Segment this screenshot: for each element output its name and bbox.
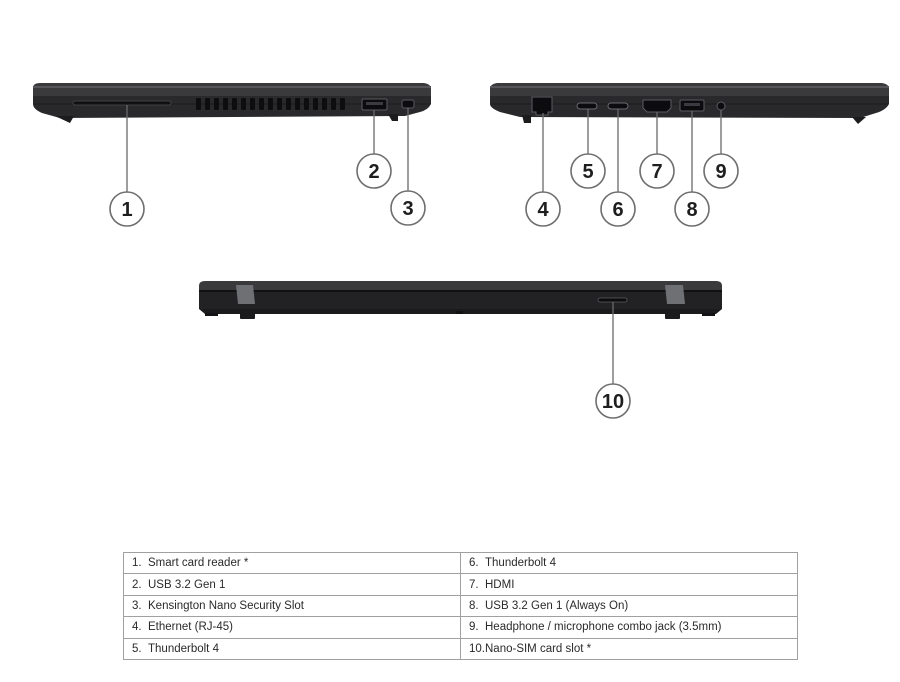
legend-cell: 1. Smart card reader *: [123, 551, 461, 575]
ethernet-port: [531, 96, 553, 116]
audio-jack: [716, 101, 726, 111]
callout-4: 4: [525, 191, 561, 227]
legend-number: 5.: [132, 642, 142, 655]
smart-card-reader-slot: [72, 100, 172, 106]
callout-7-label: 7: [651, 161, 662, 183]
nano-sim-slot: [597, 297, 628, 303]
callout-2: 2: [356, 153, 392, 189]
callout-5: 5: [570, 153, 606, 189]
legend-cell: 10.Nano-SIM card slot *: [460, 637, 798, 660]
kensington-slot: [401, 99, 415, 109]
thunderbolt-port-2: [607, 102, 629, 110]
callout-3-label: 3: [402, 198, 413, 220]
callout-1-label: 1: [121, 199, 132, 221]
legend-number: 10.: [469, 642, 485, 655]
legend-number: 4.: [132, 621, 142, 634]
callout-9-label: 9: [715, 161, 726, 183]
table-row: 5. Thunderbolt 4 10.Nano-SIM card slot *: [123, 637, 798, 660]
table-row: 1. Smart card reader * 6. Thunderbolt 4: [123, 551, 798, 575]
legend-label: Nano-SIM card slot *: [485, 642, 592, 655]
legend-label: Smart card reader *: [148, 557, 249, 570]
callout-7: 7: [639, 153, 675, 189]
legend-cell: 8. USB 3.2 Gen 1 (Always On): [460, 594, 798, 618]
callout-9: 9: [703, 153, 739, 189]
callout-2-label: 2: [368, 161, 379, 183]
laptop-rear-view: [199, 281, 722, 319]
thunderbolt-port-1: [576, 102, 598, 110]
table-row: 3. Kensington Nano Security Slot 8. USB 3.…: [123, 594, 798, 618]
callout-10: 10: [595, 383, 631, 419]
callout-5-label: 5: [582, 161, 593, 183]
vent-grille: [196, 98, 345, 110]
legend-number: 3.: [132, 599, 142, 612]
legend-label: Thunderbolt 4: [148, 642, 219, 655]
callout-6: 6: [600, 191, 636, 227]
hinge-left: [236, 285, 255, 304]
hinge-right: [665, 285, 685, 304]
laptop-left-side-view: [33, 83, 431, 123]
legend-label: Ethernet (RJ-45): [148, 621, 234, 634]
legend-number: 9.: [469, 621, 479, 634]
legend-cell: 5. Thunderbolt 4: [123, 637, 461, 660]
legend-cell: 3. Kensington Nano Security Slot: [123, 594, 461, 618]
legend-label: HDMI: [485, 578, 515, 591]
callout-8: 8: [674, 191, 710, 227]
legend-label: USB 3.2 Gen 1 (Always On): [485, 599, 629, 612]
callout-6-label: 6: [612, 199, 623, 221]
legend-number: 7.: [469, 578, 479, 591]
legend-cell: 9. Headphone / microphone combo jack (3.5…: [460, 616, 798, 639]
legend-label: USB 3.2 Gen 1: [148, 578, 226, 591]
port-legend-table: 1. Smart card reader * 6. Thunderbolt 4 2.…: [123, 551, 798, 660]
table-row: 2. USB 3.2 Gen 1 7. HDMI: [123, 573, 798, 596]
legend-cell: 4. Ethernet (RJ-45): [123, 616, 461, 639]
legend-number: 1.: [132, 557, 142, 570]
callout-8-label: 8: [686, 199, 697, 221]
legend-cell: 2. USB 3.2 Gen 1: [123, 573, 461, 596]
hdmi-port: [642, 99, 672, 113]
legend-cell: 6. Thunderbolt 4: [460, 551, 798, 575]
callout-3: 3: [390, 190, 426, 226]
legend-label: Kensington Nano Security Slot: [148, 599, 304, 612]
legend-number: 8.: [469, 599, 479, 612]
laptop-right-side-view: [490, 83, 889, 124]
legend-cell: 7. HDMI: [460, 573, 798, 596]
table-row: 4. Ethernet (RJ-45) 9. Headphone / microph…: [123, 616, 798, 639]
legend-number: 2.: [132, 578, 142, 591]
callout-4-label: 4: [537, 199, 549, 221]
legend-label: Headphone / microphone combo jack (3.5mm…: [485, 621, 722, 634]
callout-1: 1: [109, 191, 145, 227]
legend-label: Thunderbolt 4: [485, 557, 556, 570]
callout-10-label: 10: [602, 391, 624, 413]
leader-lines: [126, 105, 722, 384]
legend-number: 6.: [469, 557, 479, 570]
